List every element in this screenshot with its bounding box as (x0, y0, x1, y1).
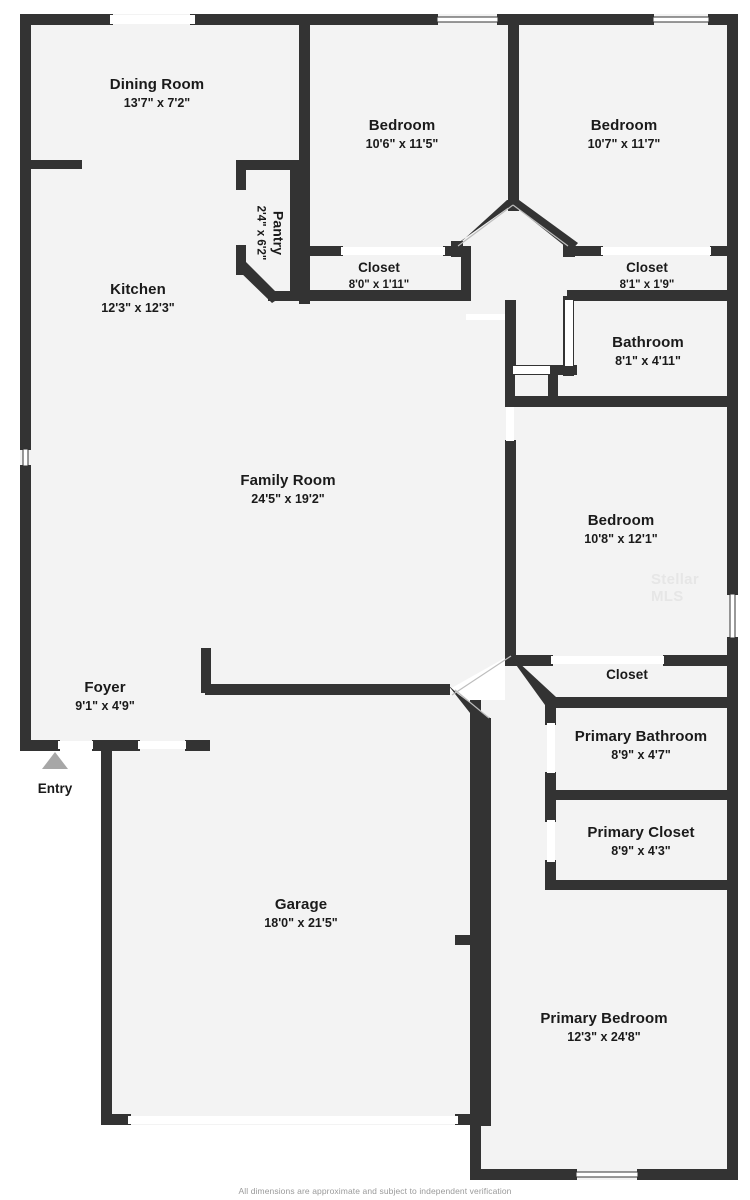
entry-arrow-icon (42, 752, 68, 769)
footer-disclaimer: All dimensions are approximate and subje… (238, 1186, 512, 1196)
door-openings (58, 204, 711, 862)
walls (20, 14, 738, 1180)
windows (20, 14, 738, 1180)
room-fills (20, 14, 730, 1180)
entry-label: Entry (37, 781, 73, 796)
